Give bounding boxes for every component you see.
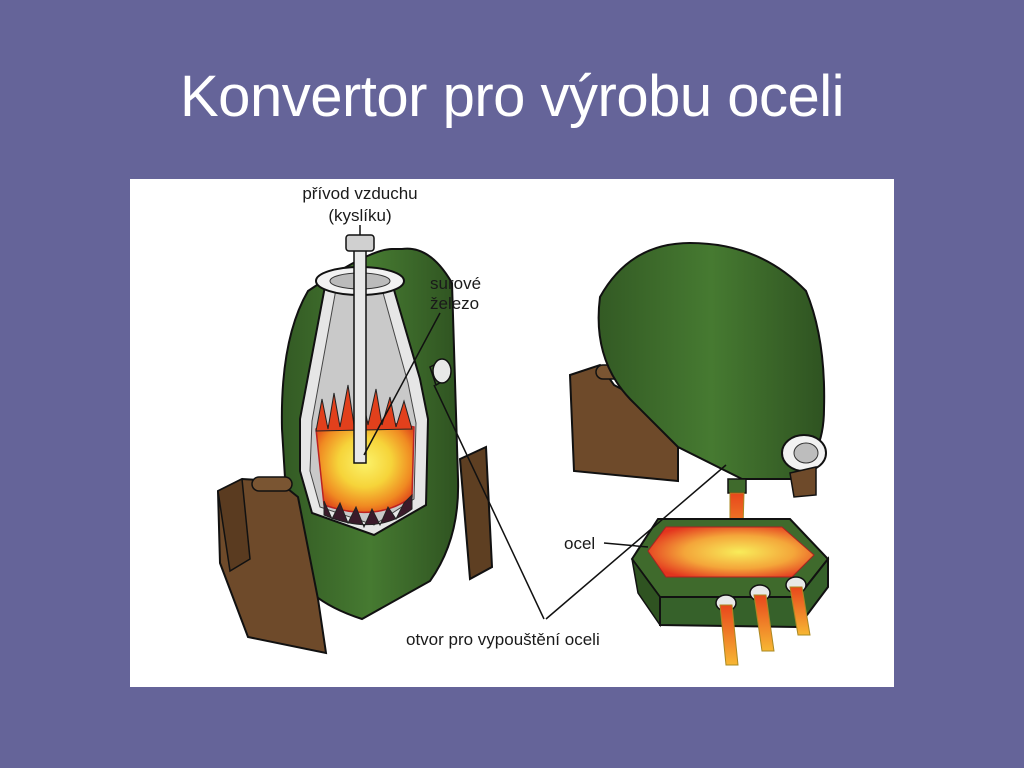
converter-figure: přívod vzduchu (kyslíku) surové železo o… <box>130 179 894 687</box>
front-stand <box>216 476 328 655</box>
label-steel: ocel <box>564 534 595 553</box>
ladle <box>630 518 830 666</box>
label-pig-iron-1: surové <box>430 274 481 293</box>
flame-bottom <box>323 493 413 529</box>
label-oxygen: (kyslíku) <box>328 206 391 225</box>
label-air-supply: přívod vzduchu <box>302 184 417 203</box>
leader-lines <box>359 225 727 620</box>
tilted-tap-nozzle <box>727 478 747 494</box>
lance-cap <box>345 234 375 252</box>
label-pig-iron-2: železo <box>430 294 479 313</box>
tap-hole-nozzle <box>429 358 452 387</box>
tilted-converter <box>568 241 830 666</box>
slide-title: Konvertor pro výrobu oceli <box>180 64 845 129</box>
rear-stand <box>458 445 494 581</box>
oxygen-lance <box>353 242 367 464</box>
tilted-shell <box>597 241 826 480</box>
ladle-spouts <box>715 576 811 666</box>
upright-converter <box>216 234 494 655</box>
molten-steel <box>647 526 815 578</box>
label-tap-hole: otvor pro vypouštění oceli <box>406 630 600 649</box>
